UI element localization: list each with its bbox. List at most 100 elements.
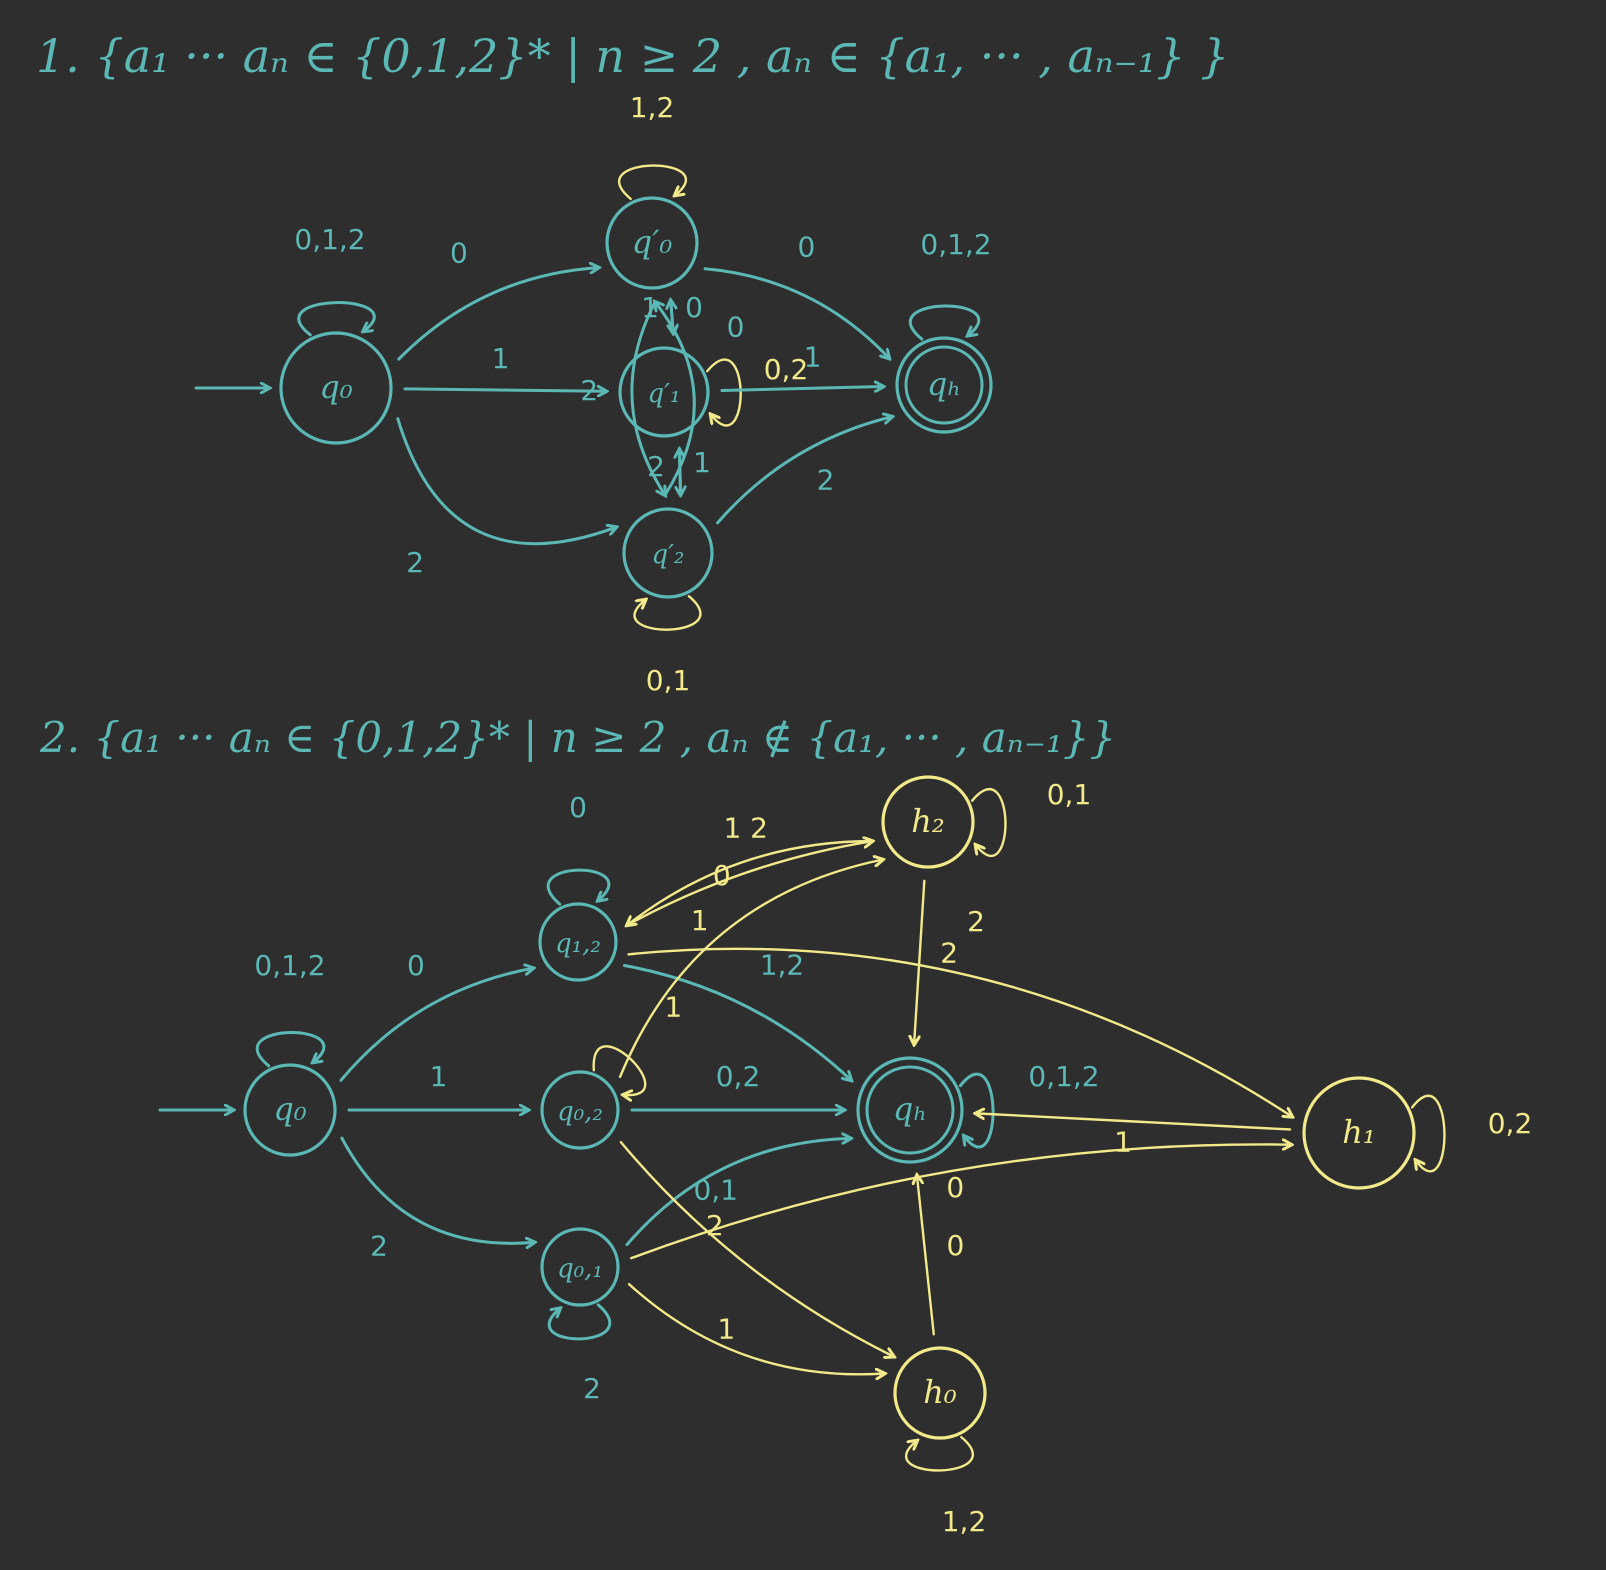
transition-label: 0,1,2 <box>254 949 325 982</box>
transition-2-q12-qh-1-2 <box>622 963 851 1080</box>
transition-2-q01-qh-0-1 <box>625 1138 850 1247</box>
transition-2-q0-q0-0-1-2 <box>255 1031 326 1068</box>
transition-2-q12-h1-2 <box>627 947 1292 1117</box>
transition-1-q0p-q2p-2 <box>630 300 665 495</box>
transition-label: 1,2 <box>760 949 805 982</box>
transition-1-q2p-q2p-0-1 <box>633 595 702 631</box>
transition-2-h0-h0-1-2 <box>905 1435 974 1472</box>
state-name: h₁ <box>1342 1113 1375 1151</box>
state-1-q2p: q′₂ <box>622 507 714 599</box>
transition-label: 1 <box>691 904 709 937</box>
state-2-q0: q₀ <box>243 1063 337 1157</box>
state-1-q0p: q′₀ <box>605 196 699 290</box>
state-circle <box>538 902 618 982</box>
transition-label: 2 <box>580 374 598 407</box>
transition-label: 0,2 <box>764 353 809 386</box>
transition-label: 0 <box>450 237 468 270</box>
state-name: q₀ <box>319 368 352 406</box>
transition-1-q2p-qh-2 <box>716 417 892 525</box>
state-circle <box>618 346 710 438</box>
transition-2-q0-q01-2 <box>340 1136 534 1243</box>
state-name: q₀,₂ <box>557 1097 603 1127</box>
transition-2-h1-qh-1 <box>976 1113 1292 1131</box>
transition-label: 2 <box>967 905 985 938</box>
transition-2-q12-h2-1-2 <box>625 841 872 927</box>
transition-1-q0-q1p-1 <box>403 389 606 391</box>
state-circle <box>243 1063 337 1157</box>
transition-label: 0 <box>946 1229 964 1262</box>
transition-2-h1-h1-0-2 <box>1410 1094 1446 1173</box>
transition-label: 0 <box>685 291 703 324</box>
transition-label: 0,2 <box>1488 1107 1533 1140</box>
state-name: q₀ <box>273 1090 306 1128</box>
state-2-q01: q₀,₁ <box>540 1227 620 1307</box>
transition-label: 0,1,2 <box>294 223 365 256</box>
transition-1-q2p-q0p-0 <box>655 302 696 497</box>
transition-label: 1 <box>804 341 822 374</box>
state-2-q12: q₁,₂ <box>538 902 618 982</box>
transition-1-q0p-qh-0 <box>703 267 889 359</box>
transition-label: 2 <box>583 1372 601 1405</box>
accepting-ring <box>904 345 984 425</box>
transition-label: 0,1 <box>646 664 691 697</box>
transition-label: 1 <box>1114 1125 1132 1158</box>
state-1-q1p: q′₁ <box>618 346 710 438</box>
transition-1-q2p-q1p-1 <box>679 450 680 497</box>
state-circle <box>881 775 975 869</box>
state-2-h1: h₁ <box>1302 1076 1416 1190</box>
state-name: q′₀ <box>632 223 673 261</box>
state-circle <box>605 196 699 290</box>
transition-label: 0,1 <box>1047 778 1092 811</box>
transition-2-q01-q01-2 <box>547 1303 612 1341</box>
transition-label: 0 <box>946 1171 964 1204</box>
transition-label: 2 <box>647 450 665 483</box>
state-2-h2: h₂ <box>881 775 975 869</box>
transition-label: 2 <box>817 464 835 497</box>
state-circle <box>856 1056 964 1164</box>
state-name: q′₂ <box>652 540 685 570</box>
transition-label: 2 <box>370 1229 388 1262</box>
transition-label: 2 <box>940 937 958 970</box>
state-name: qₕ <box>893 1090 927 1128</box>
state-name: qₕ <box>927 365 961 403</box>
state-circle <box>893 1346 987 1440</box>
transition-2-h2-h2-0-1 <box>970 788 1007 857</box>
transition-2-q12-q12-0 <box>546 868 611 906</box>
transition-label: 0,1,2 <box>1028 1060 1099 1093</box>
transition-label: 1 <box>717 1313 735 1346</box>
transition-1-q1p-q1p-0-2 <box>706 358 742 427</box>
transition-label: 0 <box>798 230 816 263</box>
transition-label: 0 <box>713 859 731 892</box>
transition-label: 0 <box>727 311 745 344</box>
state-2-qh: qₕ <box>856 1056 964 1164</box>
transition-label: 0,2 <box>716 1060 761 1093</box>
transition-1-q0p-q0p-1-2 <box>618 164 687 201</box>
transition-label: 1,2 <box>942 1505 987 1538</box>
transition-label: 1,2 <box>630 91 675 124</box>
transition-2-h0-qh-0 <box>917 1176 935 1336</box>
transition-2-qh-qh-0-1-2 <box>958 1072 995 1149</box>
transition-label: 0 <box>407 949 425 982</box>
transition-1-q1p-qh-1 <box>720 387 883 391</box>
transition-2-h2-qh-2 <box>914 879 926 1044</box>
transition-1-q0-q0-0-1-2 <box>297 301 376 337</box>
transition-label: 0,1,2 <box>920 228 991 261</box>
transition-2-q0-q12-0 <box>339 968 533 1082</box>
state-1-q0: q₀ <box>279 331 393 445</box>
transition-label: 0,1 <box>693 1173 738 1206</box>
state-circle <box>279 331 393 445</box>
transition-label: 0 <box>569 791 587 824</box>
problem-1-title: 1. {a₁ ··· aₙ ∈ {0,1,2}* | n ≥ 2 , aₙ ∈ … <box>36 29 1229 83</box>
transition-label: 1 <box>641 291 659 324</box>
accepting-ring <box>865 1065 955 1155</box>
transition-1-q0-q0p-0 <box>397 268 599 361</box>
state-name: q₀,₁ <box>557 1254 603 1284</box>
transition-2-q01-h1-0 <box>630 1144 1291 1260</box>
state-name: q′₁ <box>648 379 681 409</box>
state-circle <box>540 1227 620 1307</box>
transition-label: 1 2 <box>723 812 768 845</box>
state-1-qh: qₕ <box>895 336 993 434</box>
state-2-h0: h₀ <box>893 1346 987 1440</box>
